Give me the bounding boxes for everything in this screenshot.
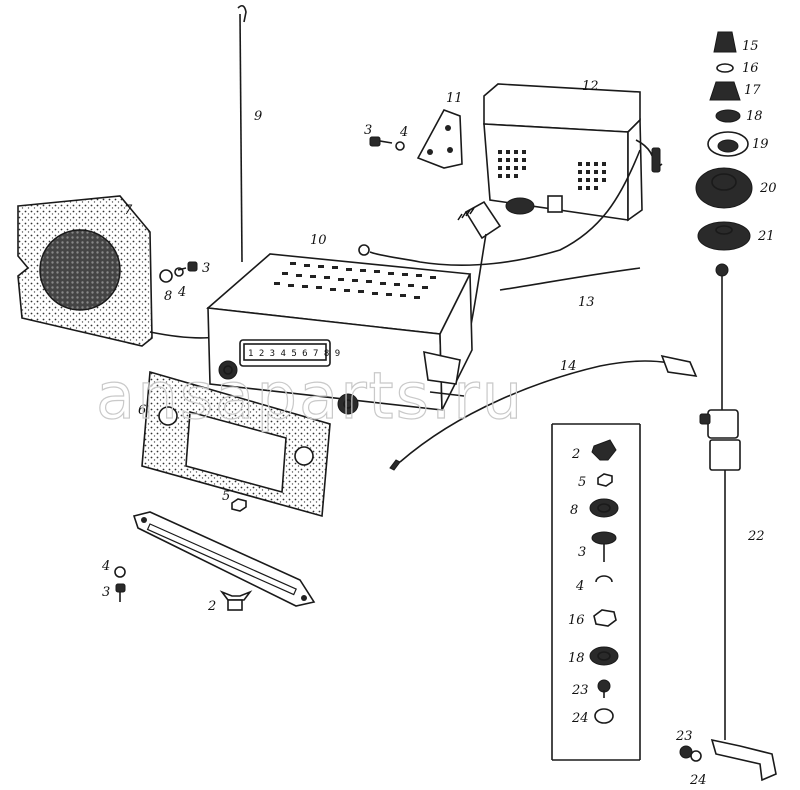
callout-11: 11 [446,91,463,106]
callout-22: 22 [747,529,765,544]
wing-nut-bottom [219,590,253,611]
callout-23-box: 23 [571,683,589,698]
antenna-base-hardware [679,745,702,762]
callout-5-box: 5 [578,475,586,490]
callout-16-top: 16 [742,61,759,76]
callout-15: 15 [742,39,759,54]
mounting-bracket [416,109,463,169]
callout-18-box: 18 [568,651,585,666]
dial-scale: 1 2 3 4 5 6 7 8 9 [248,349,340,359]
power-supply-box [483,83,663,222]
callout-13: 13 [578,295,595,310]
callout-23-bottom: 23 [675,729,693,744]
antenna-rod [237,4,247,263]
telescopic-antenna [699,263,777,782]
callout-6: 6 [138,403,146,418]
callout-12: 12 [582,79,599,94]
watermark: ansaparts.ru [96,360,524,434]
callout-3-box: 3 [578,545,586,560]
nut-5 [231,498,247,512]
callout-2-bottom: 2 [207,599,216,614]
support-strap [132,511,316,607]
callout-24-bottom: 24 [689,773,707,788]
callout-4-left: 4 [101,559,110,574]
callout-labels: 9 11 12 3 4 7 10 3 8 4 13 14 6 5 4 3 2 1… [101,39,777,788]
callout-24-box: 24 [571,711,589,726]
callout-16-box: 16 [568,613,585,628]
callout-20: 20 [759,181,777,196]
radio-receiver: 1 2 3 4 5 6 7 8 9 [206,253,473,415]
screw-and-washer-top [369,136,405,151]
callout-3-top: 3 [364,123,372,138]
callout-7: 7 [124,203,133,218]
callout-2-box: 2 [571,447,580,462]
callout-3-speaker: 3 [202,261,210,276]
front-bezel-gasket [141,370,331,518]
callout-5-bezel: 5 [222,489,230,504]
speaker-hardware [159,261,198,283]
antenna-mount-stack [695,31,753,251]
cable-13 [499,267,641,291]
callout-14: 14 [560,359,577,374]
callout-8: 8 [164,289,172,304]
callout-10: 10 [310,233,327,248]
callout-8-box: 8 [570,503,578,518]
hardware-box [551,423,641,761]
screw-and-washer-left [114,566,126,602]
callout-4-box: 4 [575,579,584,594]
power-cable [358,149,641,331]
callout-3-left: 3 [102,585,110,600]
callout-4-top: 4 [399,125,408,140]
callout-9: 9 [254,109,262,124]
callout-19: 19 [752,137,769,152]
callout-18-top: 18 [746,109,763,124]
callout-21: 21 [757,229,775,244]
antenna-cable [389,354,698,471]
loudspeaker [17,195,251,347]
callout-4-speaker: 4 [177,285,186,300]
callout-17: 17 [744,83,761,98]
